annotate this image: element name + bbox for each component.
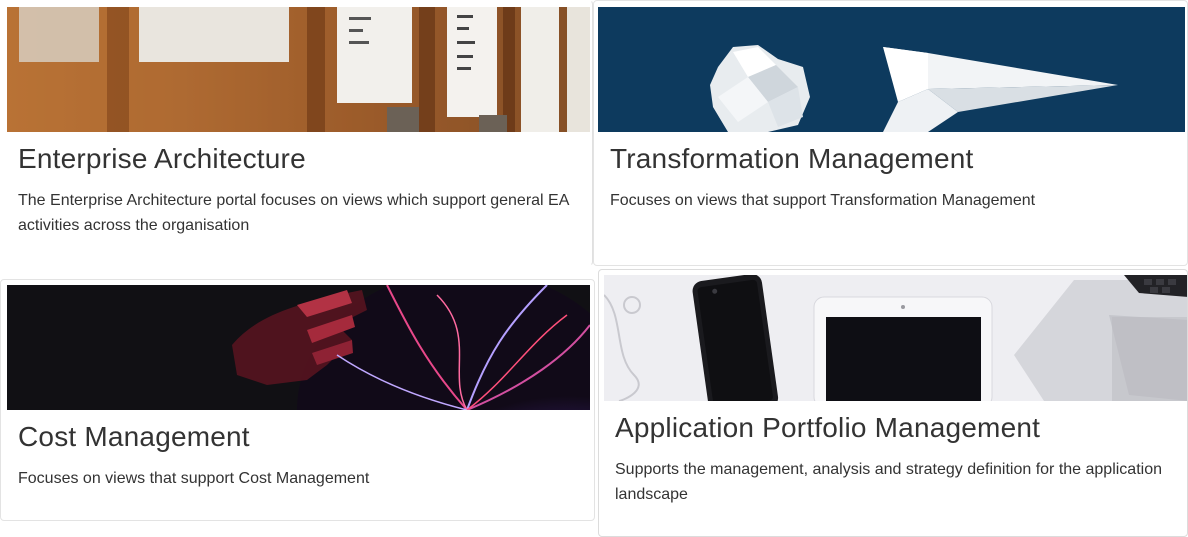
portal-card-cost-management[interactable]: Cost Management Focuses on views that su… <box>0 279 595 521</box>
portal-card-application-portfolio-management[interactable]: Application Portfolio Management Support… <box>598 269 1188 537</box>
paper-plane-image <box>598 7 1185 132</box>
card-title[interactable]: Enterprise Architecture <box>18 143 306 174</box>
file-cabinet-image <box>7 7 590 132</box>
devices-desk-image <box>604 275 1187 401</box>
portal-card-transformation-management[interactable]: Transformation Management Focuses on vie… <box>593 0 1188 266</box>
plasma-ball-image <box>7 285 590 410</box>
card-title[interactable]: Application Portfolio Management <box>615 412 1041 443</box>
card-description: Focuses on views that support Transforma… <box>610 192 1036 209</box>
card-title[interactable]: Cost Management <box>18 421 250 452</box>
card-description: The Enterprise Architecture portal focus… <box>18 192 569 234</box>
card-description: Focuses on views that support Cost Manag… <box>18 470 370 487</box>
portal-card-enterprise-architecture[interactable]: Enterprise Architecture The Enterprise A… <box>0 0 593 266</box>
card-title[interactable]: Transformation Management <box>610 143 974 174</box>
card-description: Supports the management, analysis and st… <box>615 461 1162 503</box>
